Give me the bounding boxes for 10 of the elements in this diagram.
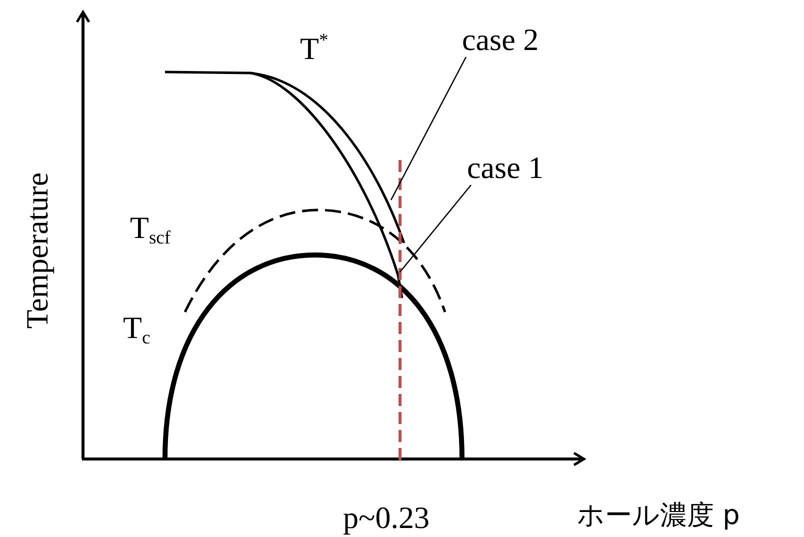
axis-title: ホール濃度 p [577,502,740,529]
axis-title: Temperature [22,172,53,328]
doping-value-label: p~0.23 [343,502,430,533]
leader-line [390,56,467,200]
case-label: case 2 [462,22,539,57]
tscf-label: T$_{scf}$ [130,212,171,248]
t-star-label: T$^{*}$ [300,32,328,64]
case-label: case 1 [467,150,544,185]
tc-label: T$_{c}$ [123,312,150,348]
leader-line [400,184,472,272]
